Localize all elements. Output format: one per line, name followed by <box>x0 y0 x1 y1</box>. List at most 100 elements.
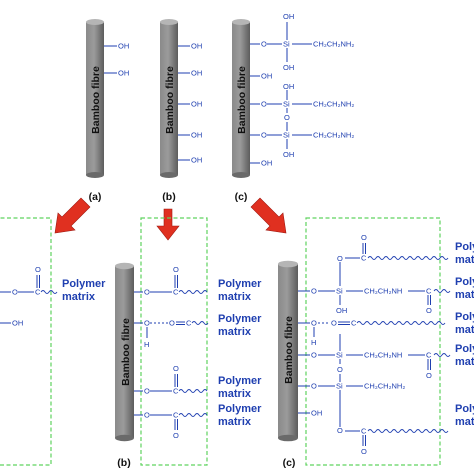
carbon: C <box>173 411 179 420</box>
matrix-label: matrix <box>218 416 252 428</box>
oxygen: O <box>144 288 150 297</box>
aminopropyl-chain: CH₂CH₂NH <box>364 351 402 360</box>
oxygen: O <box>311 382 317 391</box>
oh-group: OH <box>283 12 294 21</box>
arrow-to-bottom-b <box>156 208 180 241</box>
oxygen: O <box>144 411 150 420</box>
polymer-label: Polymer <box>218 313 262 325</box>
bamboo-fibre-cylinder <box>160 22 178 175</box>
top-a-group: Bamboo fibre OH OH (a) <box>86 19 129 203</box>
matrix-label: matrix <box>218 388 252 400</box>
silicon: Si <box>283 100 290 109</box>
oxygen: O <box>426 306 432 315</box>
oxygen: O <box>426 371 432 380</box>
panel-label-c-bottom: (c) <box>283 457 296 469</box>
interface-box <box>140 217 208 466</box>
bamboo-fibre-cylinder <box>278 264 298 438</box>
oh-group: OH <box>191 42 202 51</box>
oxygen: O <box>337 254 343 263</box>
matrix-label: matrix <box>62 291 96 303</box>
matrix-label: matrix <box>455 416 474 428</box>
oxygen: O <box>361 233 367 242</box>
bottom-c-group: Bamboo fibre O C O Polymer matrix O Si C… <box>278 217 474 469</box>
oxygen: O <box>311 351 317 360</box>
oh-group: OH <box>283 63 294 72</box>
silicon: Si <box>336 382 343 391</box>
polymer-label: Polymer <box>455 403 474 415</box>
bottom-b-group: Bamboo fibre O C O Polymer matrix O H O … <box>115 217 262 469</box>
hydrogen: H <box>144 340 149 349</box>
carbon: C <box>186 319 192 328</box>
oh-group: OH <box>118 42 129 51</box>
arrow-to-bottom-c <box>250 197 287 234</box>
aminopropyl-chain: CH₂CH₂NH₂ <box>364 382 405 391</box>
oh-group: OH <box>118 69 129 78</box>
oxygen: O <box>311 287 317 296</box>
bamboo-fibre-cylinder <box>232 22 250 175</box>
oxygen: O <box>12 288 18 297</box>
oxygen: O <box>144 387 150 396</box>
oh-group: OH <box>191 100 202 109</box>
hydrogen: H <box>311 338 316 347</box>
aminopropyl-chain: CH₂CH₂NH <box>364 287 402 296</box>
oxygen: O <box>337 365 343 374</box>
carbon: C <box>426 351 432 360</box>
panel-label-a: (a) <box>89 191 102 203</box>
polymer-label: Polymer <box>218 403 262 415</box>
polymer-label: Polymer <box>455 276 474 288</box>
matrix-label: matrix <box>455 254 474 266</box>
oxygen: O <box>35 265 41 274</box>
aminopropyl-chain: CH₂CH₂NH₂ <box>313 40 354 49</box>
fibre-label: Bamboo fibre <box>120 318 132 386</box>
interface-box <box>0 217 52 466</box>
oh-group: OH <box>261 72 272 81</box>
oh-group: OH <box>283 82 294 91</box>
polymer-label: Polymer <box>455 241 474 253</box>
oh-group: OH <box>261 159 272 168</box>
oxygen: O <box>169 319 175 328</box>
matrix-label: matrix <box>455 324 474 336</box>
oxygen: O <box>311 319 317 328</box>
oxygen: O <box>361 447 367 456</box>
oh-group: OH <box>336 306 347 315</box>
aminopropyl-chain: CH₂CH₂NH₂ <box>313 100 354 109</box>
panel-label-b-bottom: (b) <box>117 457 130 469</box>
bottom-a-group: O C O OH Polymer matrix <box>0 217 106 466</box>
oxygen: O <box>261 40 267 49</box>
fibre-label: Bamboo fibre <box>236 66 248 134</box>
polymer-label: Polymer <box>455 311 474 323</box>
fibre-label: Bamboo fibre <box>164 66 176 134</box>
panel-label-c: (c) <box>235 191 248 203</box>
oh-group: OH <box>311 409 322 418</box>
fibre-label: Bamboo fibre <box>283 316 295 384</box>
matrix-label: matrix <box>218 326 252 338</box>
bamboo-fibre-cylinder <box>115 266 134 438</box>
oxygen: O <box>173 431 179 440</box>
oh-group: OH <box>191 156 202 165</box>
matrix-label: matrix <box>455 289 474 301</box>
silicon: Si <box>336 351 343 360</box>
polymer-label: Polymer <box>62 278 106 290</box>
arrow-to-bottom-a <box>54 197 91 234</box>
oxygen: O <box>331 319 337 328</box>
top-c-group: Bamboo fibre O Si OH OH CH₂CH₂NH₂ OH O S… <box>232 12 354 203</box>
oxygen: O <box>173 265 179 274</box>
carbon: C <box>35 288 41 297</box>
polymer-label: Polymer <box>218 278 262 290</box>
oxygen: O <box>173 364 179 373</box>
aminopropyl-chain: CH₂CH₂NH₂ <box>313 131 354 140</box>
fibre-label: Bamboo fibre <box>90 66 102 134</box>
oxygen: O <box>261 131 267 140</box>
panel-label-b: (b) <box>162 191 175 203</box>
carbon: C <box>173 288 179 297</box>
interface-box <box>305 217 441 466</box>
carbon: C <box>361 427 367 436</box>
oxygen: O <box>284 113 290 122</box>
bamboo-fibre-cylinder <box>86 22 104 175</box>
silicon: Si <box>336 287 343 296</box>
polymer-label: Polymer <box>218 375 262 387</box>
oxygen: O <box>144 319 150 328</box>
top-b-group: Bamboo fibre OH OH OH OH OH (b) <box>160 19 202 203</box>
oxygen: O <box>261 100 267 109</box>
